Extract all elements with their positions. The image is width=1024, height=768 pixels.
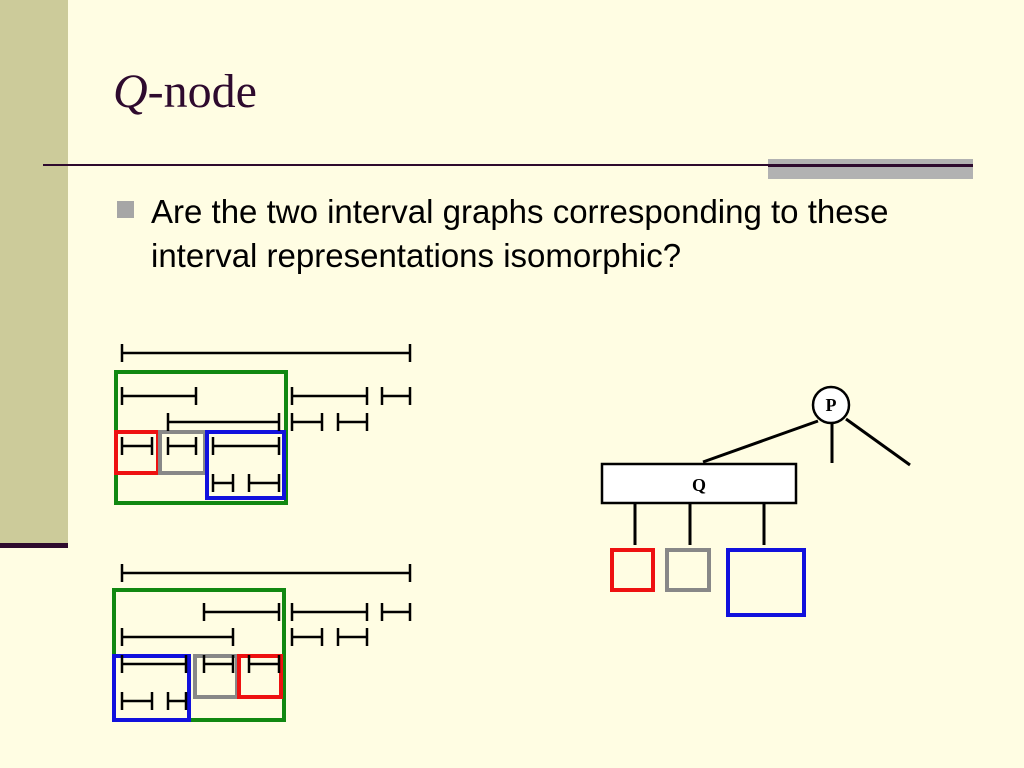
interval-segment — [380, 387, 412, 405]
title-q: Q — [113, 65, 148, 118]
interval-segment — [120, 387, 198, 405]
pq-tree — [600, 385, 911, 617]
interval-segment — [336, 628, 369, 646]
slide-title: Q-node — [113, 68, 257, 116]
bullet-square-icon — [117, 201, 134, 218]
edge-p-to-q — [702, 419, 819, 464]
interval-segment — [166, 437, 198, 455]
interval-representation-2 — [112, 564, 412, 722]
interval-segment — [211, 474, 235, 492]
group-box-gray-2 — [193, 654, 239, 699]
interval-segment — [290, 628, 324, 646]
leaf-box-red — [610, 548, 655, 592]
title-divider-accent-line — [768, 164, 973, 167]
interval-segment — [290, 603, 369, 621]
left-decor-band-foot — [0, 543, 68, 548]
interval-segment — [120, 692, 154, 710]
group-box-blue-1 — [205, 430, 286, 500]
title-rest: -node — [147, 65, 257, 118]
q-node-label: Q — [692, 475, 706, 495]
group-box-red-2 — [237, 654, 283, 699]
p-node — [811, 385, 851, 425]
interval-segment — [380, 603, 412, 621]
p-node-label: P — [826, 395, 837, 415]
interval-segment — [247, 474, 281, 492]
interval-segment — [202, 655, 235, 673]
leaf-box-gray — [665, 548, 711, 592]
interval-segment — [120, 437, 154, 455]
interval-segment — [120, 628, 235, 646]
leaf-box-blue — [726, 548, 806, 617]
edge-p-right-leaf — [845, 417, 911, 467]
interval-segment — [290, 413, 324, 431]
title-divider — [43, 164, 973, 166]
q-node — [600, 462, 798, 505]
interval-segment — [120, 655, 188, 673]
left-decor-band — [0, 0, 68, 548]
interval-segment — [202, 603, 281, 621]
interval-representation-1 — [114, 344, 412, 505]
interval-segment — [166, 413, 281, 431]
interval-segment — [290, 387, 369, 405]
bullet-text: Are the two interval graphs correspondin… — [151, 193, 889, 274]
interval-segment — [247, 655, 281, 673]
intervals-1 — [120, 344, 412, 492]
intervals-2 — [120, 564, 412, 710]
interval-segment — [336, 413, 369, 431]
interval-segment — [166, 692, 188, 710]
interval-segment — [120, 564, 412, 582]
interval-segment — [120, 344, 412, 362]
group-box-blue-2 — [112, 654, 191, 722]
interval-segment — [211, 437, 281, 455]
